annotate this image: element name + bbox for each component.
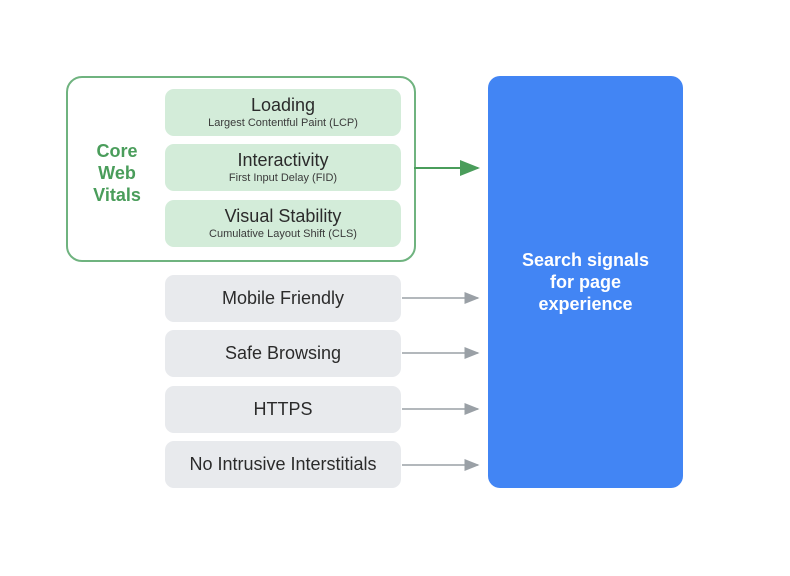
metric-title: Loading — [250, 95, 316, 115]
search-signals-box: Search signals for page experience — [488, 76, 683, 488]
cwv-label-line: Web — [98, 163, 136, 183]
metric-subtitle: Cumulative Layout Shift (CLS) — [209, 228, 357, 240]
metric-title: Interactivity — [237, 150, 329, 170]
signal-box-safe-browsing: Safe Browsing — [165, 330, 401, 377]
signal-box-https: HTTPS — [165, 386, 401, 433]
metric-box-interactivity: Interactivity First Input Delay (FID) — [165, 144, 401, 191]
search-signals-label: Search signals for page experience — [522, 249, 649, 315]
search-signals-line: for page — [549, 272, 621, 292]
signal-box-no-intrusive-interstitials: No Intrusive Interstitials — [165, 441, 401, 488]
search-signals-line: experience — [538, 294, 633, 314]
metric-box-visual-stability: Visual Stability Cumulative Layout Shift… — [165, 200, 401, 247]
cwv-label-line: Core — [96, 141, 138, 161]
metric-subtitle: Largest Contentful Paint (LCP) — [208, 117, 358, 129]
core-web-vitals-label: Core Web Vitals — [76, 140, 158, 206]
signal-box-mobile-friendly: Mobile Friendly — [165, 275, 401, 322]
cwv-label-line: Vitals — [93, 185, 141, 205]
metric-box-loading: Loading Largest Contentful Paint (LCP) — [165, 89, 401, 136]
metric-title: Visual Stability — [224, 206, 342, 226]
metric-subtitle: First Input Delay (FID) — [228, 172, 338, 184]
search-signals-line: Search signals — [521, 250, 650, 270]
